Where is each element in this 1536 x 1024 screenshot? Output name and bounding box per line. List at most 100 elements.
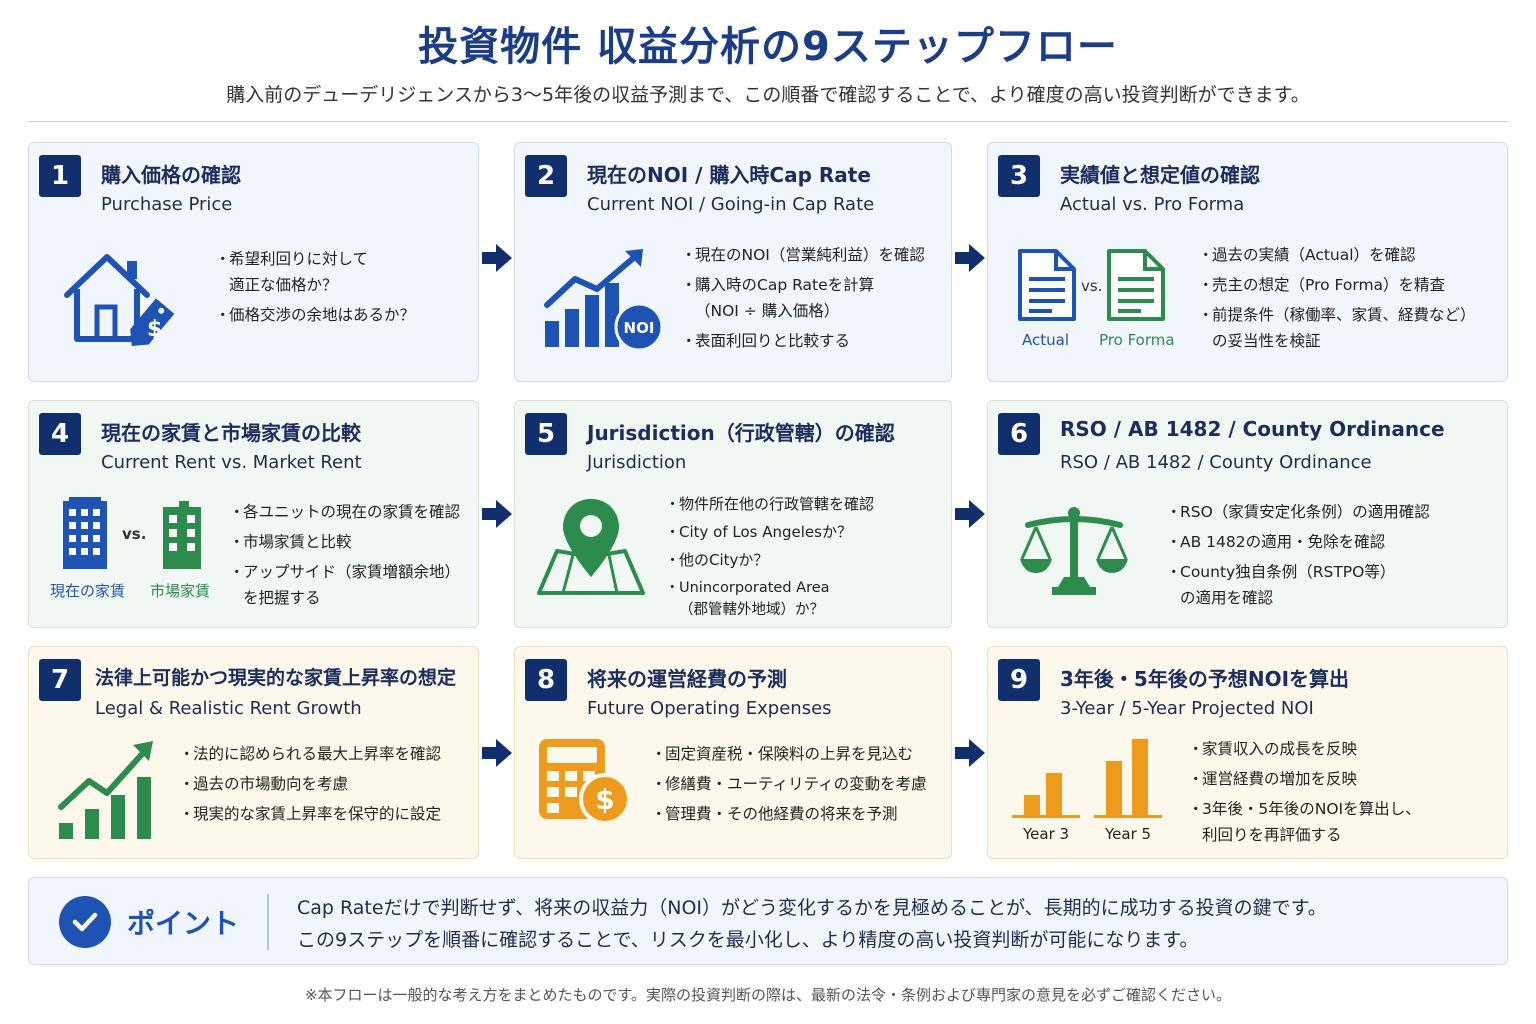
bullet-item: を把握する — [243, 589, 321, 607]
bullet-item: ・購入時のCap Rateを計算 — [681, 276, 875, 294]
step-subtitle: Current Rent vs. Market Rent — [101, 452, 362, 473]
vs-label: vs. — [122, 525, 147, 543]
market-rent-label: 市場家賃 — [150, 582, 211, 600]
point-line-2: この9ステップを順番に確認することで、リスクを最小化し、より精度の高い投資判断が… — [297, 929, 1199, 951]
step-title: 法律上可能かつ現実的な家賃上昇率の想定 — [95, 667, 457, 689]
market-rent-building-icon — [163, 501, 201, 569]
bullet-item: 適正な価格か？ — [229, 276, 338, 294]
house-price-tag-icon: $ — [64, 254, 175, 346]
step-bullets: ・過去の実績（Actual）を確認 ・売主の想定（Pro Forma）を精査 ・… — [1198, 242, 1476, 358]
step-card-5: 5 Jurisdiction（行政管轄）の確認 Jurisdiction ・物件… — [514, 400, 952, 628]
bullet-item: ・3年後・5年後のNOIを算出し、 — [1188, 800, 1421, 818]
step-subtitle: Legal & Realistic Rent Growth — [95, 698, 362, 719]
step-number: 7 — [39, 659, 81, 701]
flow-arrow-icon — [482, 500, 512, 528]
step-bullets: ・各ユニットの現在の家賃を確認 ・市場家賃と比較 ・アップサイド（家賃増額余地）… — [229, 499, 460, 615]
step-card-1: 1 購入価格の確認 Purchase Price $ ・希望利回りに対して 適正… — [28, 142, 479, 382]
point-text: Cap Rateだけで判断せず、将来の収益力（NOI）がどう変化するかを見極める… — [297, 892, 1327, 956]
current-rent-building-icon — [63, 497, 107, 569]
step-subtitle: Jurisdiction — [587, 452, 687, 473]
step-number: 8 — [525, 659, 567, 701]
bullet-item: ・市場家賃と比較 — [229, 533, 352, 551]
step-number: 2 — [525, 155, 567, 197]
bullet-item: ・City of Los Angelesか？ — [665, 523, 852, 541]
bullet-item: ・AB 1482の適用・免除を確認 — [1166, 533, 1386, 551]
step-subtitle: Future Operating Expenses — [587, 698, 832, 719]
step-bullets: ・法的に認められる最大上昇率を確認 ・過去の市場動向を考慮 ・現実的な家賃上昇率… — [179, 741, 441, 831]
step-title: 現在の家賃と市場家賃の比較 — [101, 421, 361, 445]
noi-growth-chart-icon: NOI — [544, 249, 664, 352]
step-title: 購入価格の確認 — [101, 163, 241, 187]
step-number: 1 — [39, 155, 81, 197]
scales-of-justice-icon — [1020, 507, 1128, 595]
bullet-item: ・他のCityか？ — [665, 551, 769, 569]
year5-label: Year 5 — [1105, 825, 1152, 843]
page-title: 投資物件 収益分析の9ステップフロー — [418, 24, 1118, 70]
pro-forma-document-icon — [1107, 249, 1165, 321]
bullet-item: ・前提条件（稼働率、家賃、経費など） — [1198, 306, 1476, 324]
step-bullets: ・希望利回りに対して 適正な価格か？ ・価格交渉の余地はあるか？ — [215, 246, 415, 332]
year3-label: Year 3 — [1023, 825, 1070, 843]
step-subtitle: Purchase Price — [101, 194, 233, 215]
step-subtitle: RSO / AB 1482 / County Ordinance — [1060, 452, 1372, 473]
step-number: 4 — [39, 413, 81, 455]
bullet-item: ・固定資産税・保険料の上昇を見込む — [651, 745, 914, 763]
bullet-item: ・物件所在他の行政管轄を確認 — [665, 495, 875, 513]
bullet-item: （郡管轄外地域）か？ — [679, 602, 824, 618]
step-title: 現在のNOI / 購入時Cap Rate — [587, 163, 871, 187]
step-bullets: ・物件所在他の行政管轄を確認 ・City of Los Angelesか？ ・他… — [665, 491, 874, 627]
bullet-item: ・County独自条例（RSTPO等） — [1166, 563, 1396, 581]
bullet-item: ・売主の想定（Pro Forma）を精査 — [1198, 276, 1446, 294]
flow-arrow-icon — [955, 500, 985, 528]
step-bullets: ・固定資産税・保険料の上昇を見込む ・修繕費・ユーティリティの変動を考慮 ・管理… — [651, 741, 927, 831]
actual-document-icon — [1018, 249, 1076, 321]
bullet-item: ・現実的な家賃上昇率を保守的に設定 — [179, 805, 442, 823]
bullet-item: （NOI ÷ 購入価格） — [695, 302, 840, 320]
bullet-item: ・アップサイド（家賃増額余地） — [229, 563, 461, 581]
step-card-6: 6 RSO / AB 1482 / County Ordinance RSO /… — [987, 400, 1508, 628]
bullet-item: ・修繕費・ユーティリティの変動を考慮 — [651, 775, 927, 793]
step-title: RSO / AB 1482 / County Ordinance — [1060, 417, 1445, 441]
pro-forma-label: Pro Forma — [1099, 331, 1175, 349]
flow-arrow-icon — [955, 739, 985, 767]
step-card-8: 8 将来の運営経費の予測 Future Operating Expenses $… — [514, 646, 952, 859]
step-number: 6 — [998, 413, 1040, 455]
checkmark-icon — [59, 896, 111, 948]
step-title: 将来の運営経費の予測 — [587, 667, 787, 691]
step-title: Jurisdiction（行政管轄）の確認 — [587, 421, 895, 445]
flow-arrow-icon — [955, 244, 985, 272]
year5-bar-chart-icon — [1094, 739, 1162, 818]
bullet-item: ・RSO（家賃安定化条例）の適用確認 — [1166, 503, 1430, 521]
step-title: 実績値と想定値の確認 — [1060, 163, 1260, 187]
calculator-dollar-icon: $ — [539, 739, 631, 825]
step-card-7: 7 法律上可能かつ現実的な家賃上昇率の想定 Legal & Realistic … — [28, 646, 479, 859]
point-line-1: Cap Rateだけで判断せず、将来の収益力（NOI）がどう変化するかを見極める… — [297, 897, 1327, 919]
step-card-2: 2 現在のNOI / 購入時Cap Rate Current NOI / Goi… — [514, 142, 952, 382]
point-callout: ポイント Cap Rateだけで判断せず、将来の収益力（NOI）がどう変化するか… — [28, 877, 1508, 965]
rent-growth-chart-icon — [58, 741, 153, 839]
flow-arrow-icon — [482, 244, 512, 272]
svg-text:$: $ — [147, 317, 162, 342]
step-card-3: 3 実績値と想定値の確認 Actual vs. Pro Forma vs. Ac… — [987, 142, 1508, 382]
map-pin-icon — [537, 499, 645, 595]
step-card-9: 9 3年後・5年後の予想NOIを算出 3-Year / 5-Year Proje… — [987, 646, 1508, 859]
bullet-item: ・過去の市場動向を考慮 — [179, 775, 349, 793]
bullet-item: の妥当性を検証 — [1212, 332, 1321, 350]
bullet-item: ・価格交渉の余地はあるか？ — [215, 306, 416, 324]
bullet-item: ・家賃収入の成長を反映 — [1188, 740, 1358, 758]
bullet-item: ・過去の実績（Actual）を確認 — [1198, 246, 1416, 264]
actual-label: Actual — [1022, 331, 1069, 349]
header-divider — [28, 121, 1508, 122]
noi-badge-label: NOI — [624, 319, 655, 337]
step-subtitle: Current NOI / Going-in Cap Rate — [587, 194, 875, 215]
bullet-item: ・運営経費の増加を反映 — [1188, 770, 1358, 788]
bullet-item: ・表面利回りと比較する — [681, 332, 851, 350]
bullet-item: の適用を確認 — [1180, 589, 1274, 607]
bullet-item: ・Unincorporated Area — [665, 580, 830, 596]
step-bullets: ・RSO（家賃安定化条例）の適用確認 ・AB 1482の適用・免除を確認 ・Co… — [1166, 499, 1430, 615]
current-rent-label: 現在の家賃 — [50, 582, 126, 600]
step-number: 3 — [998, 155, 1040, 197]
step-subtitle: 3-Year / 5-Year Projected NOI — [1060, 698, 1314, 719]
step-bullets: ・現在のNOI（営業純利益）を確認 ・購入時のCap Rateを計算 （NOI … — [681, 242, 925, 358]
step-card-4: 4 現在の家賃と市場家賃の比較 Current Rent vs. Market … — [28, 400, 479, 628]
